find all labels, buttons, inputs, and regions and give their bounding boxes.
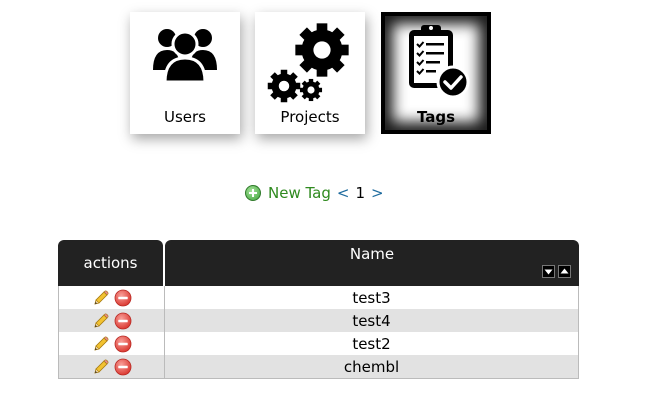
delete-icon[interactable] <box>114 335 132 353</box>
current-page: 1 <box>355 184 366 202</box>
nav-tile-users[interactable]: Users <box>130 12 240 134</box>
nav-tile-projects[interactable]: Projects <box>255 12 365 134</box>
users-icon <box>130 20 240 86</box>
edit-icon[interactable] <box>92 335 110 353</box>
row-actions-cell <box>59 332 165 355</box>
nav-tile-label: Projects <box>280 108 340 126</box>
tag-name-cell: chembl <box>343 357 400 376</box>
table-row: test3 <box>59 286 578 309</box>
delete-icon[interactable] <box>114 358 132 376</box>
table-header: actions Name <box>58 240 579 286</box>
tag-name-cell: test2 <box>352 334 391 353</box>
delete-icon[interactable] <box>114 312 132 330</box>
sort-descending-icon[interactable] <box>542 265 555 278</box>
gears-icon <box>255 20 365 104</box>
edit-icon[interactable] <box>92 358 110 376</box>
table-row: test2 <box>59 332 578 355</box>
table-row: test4 <box>59 309 578 332</box>
table-row: chembl <box>59 355 578 378</box>
nav-tile-tags-frame: Tags <box>385 16 487 130</box>
row-actions-cell <box>59 309 165 332</box>
column-header-label: Name <box>349 245 395 263</box>
nav-tile-tags[interactable]: Tags <box>381 12 491 134</box>
clipboard-check-icon <box>385 22 487 100</box>
nav-tile-label: Tags <box>416 108 456 126</box>
sort-ascending-icon[interactable] <box>558 265 571 278</box>
next-page-link[interactable]: > <box>371 184 384 202</box>
column-header-label: actions <box>83 254 138 272</box>
tags-table: actions Name test3 test4 test2 chembl <box>58 240 579 379</box>
row-actions-cell <box>59 286 165 309</box>
tag-name-cell: test4 <box>352 311 391 330</box>
column-header-name[interactable]: Name <box>165 240 579 286</box>
new-tag-label: New Tag <box>268 184 331 202</box>
row-actions-cell <box>59 355 165 378</box>
table-body: test3 test4 test2 chembl <box>58 286 579 379</box>
delete-icon[interactable] <box>114 289 132 307</box>
edit-icon[interactable] <box>92 312 110 330</box>
add-circle-icon <box>245 185 261 201</box>
pager: New Tag < 1 > <box>245 184 384 202</box>
prev-page-link[interactable]: < <box>336 184 350 202</box>
nav-tile-label: Users <box>163 108 206 126</box>
tag-name-cell: test3 <box>352 288 391 307</box>
new-tag-link[interactable]: New Tag <box>245 184 331 202</box>
edit-icon[interactable] <box>92 289 110 307</box>
column-header-actions: actions <box>58 240 163 286</box>
